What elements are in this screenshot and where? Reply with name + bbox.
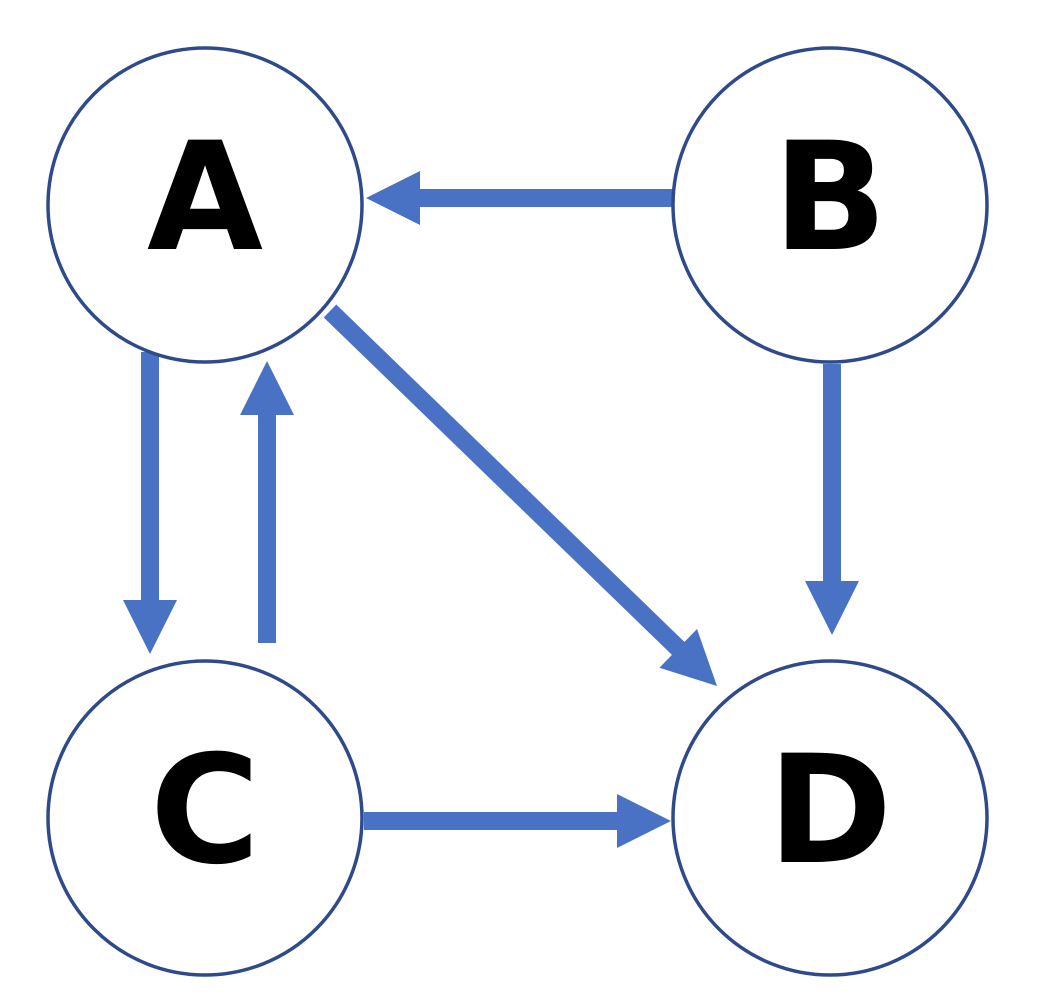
- edges-layer: [123, 171, 859, 848]
- edge-a-to-d: [323, 304, 717, 686]
- node-a-label: A: [147, 111, 263, 285]
- node-c: C: [46, 659, 364, 977]
- arrowhead-icon: [617, 794, 671, 848]
- node-b: B: [671, 46, 989, 364]
- arrowhead-icon: [123, 600, 177, 654]
- edge-c-to-a: [240, 361, 294, 643]
- edge-c-to-d: [364, 794, 671, 848]
- node-c-circle: [46, 659, 364, 977]
- arrowhead-icon: [805, 581, 859, 635]
- node-d-label: D: [768, 724, 893, 898]
- node-c-label: C: [150, 724, 260, 898]
- node-b-circle: [671, 46, 989, 364]
- node-a-circle: [46, 46, 364, 364]
- arrowhead-icon: [659, 629, 717, 686]
- node-b-label: B: [773, 111, 887, 285]
- node-a: A: [46, 46, 364, 364]
- node-d: D: [671, 659, 989, 977]
- edge-shaft: [323, 304, 686, 657]
- edge-b-to-a: [366, 171, 672, 225]
- arrowhead-icon: [366, 171, 420, 225]
- arrowhead-icon: [240, 361, 294, 415]
- edge-a-to-c: [123, 352, 177, 654]
- node-d-circle: [671, 659, 989, 977]
- edge-b-to-d: [805, 364, 859, 635]
